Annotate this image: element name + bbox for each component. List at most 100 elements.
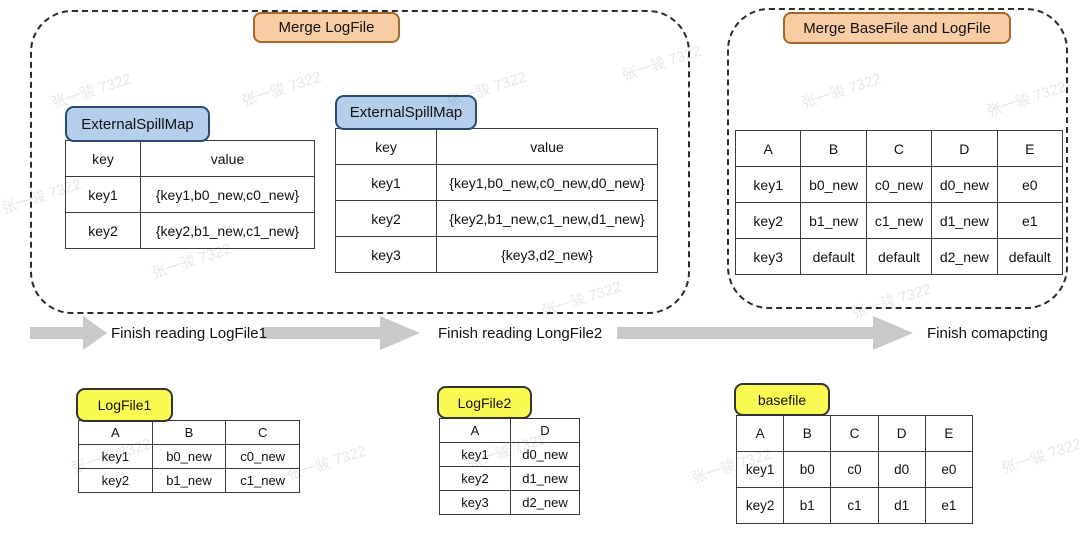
table-cell: key2 [439, 466, 511, 491]
table-cell: b0_new [151, 444, 227, 469]
table-cell: key2 [65, 212, 141, 249]
column-header: D [931, 130, 998, 167]
column-header: C [865, 130, 933, 167]
column-header: B [800, 130, 867, 167]
merge-logfile-title: Merge LogFile [253, 12, 400, 43]
table-cell: c1_new [865, 202, 933, 239]
timeline-step-2: Finish reading LongFile2 [438, 325, 603, 342]
table-cell: e1 [924, 487, 974, 524]
table-cell: c1 [830, 487, 879, 524]
table-cell: key1 [439, 442, 511, 467]
table-cell: key3 [734, 238, 802, 275]
progress-arrow-3 [617, 316, 913, 350]
table-cell: key1 [734, 166, 802, 203]
table-cell: {key1,b0_new,c0_new,d0_new} [436, 164, 658, 201]
table-cell: d2_new [931, 238, 998, 275]
table-cell: {key3,d2_new} [436, 236, 658, 273]
table-cell: default [996, 238, 1064, 275]
merge-basefile-title-label: Merge BaseFile and LogFile [803, 19, 991, 37]
table-cell: d1_new [931, 202, 998, 239]
external-spillmap-label-1: ExternalSpillMap [65, 106, 210, 142]
table-cell: c1_new [225, 468, 300, 493]
table-cell: d2_new [510, 490, 580, 515]
column-header: key [335, 128, 437, 165]
table-cell: b0 [783, 451, 832, 488]
external-spillmap-label-2-text: ExternalSpillMap [349, 104, 463, 121]
column-header: C [225, 420, 300, 445]
merge-basefile-panel [727, 8, 1068, 309]
table-cell: c0 [830, 451, 879, 488]
table-cell: e0 [924, 451, 974, 488]
table-row: key1{key1,b0_new,c0_new,d0_new} [335, 164, 658, 201]
column-header: A [439, 418, 511, 443]
table-cell: c0_new [225, 444, 300, 469]
table-cell: d1_new [510, 466, 580, 491]
table-cell: {key1,b0_new,c0_new} [140, 176, 315, 213]
logfile1-label-text: LogFile1 [97, 397, 152, 413]
table-cell: key3 [439, 490, 511, 515]
merge-logfile-title-label: Merge LogFile [278, 19, 375, 36]
table-cell: key3 [335, 236, 437, 273]
table-cell: b0_new [800, 166, 867, 203]
table-cell: e0 [996, 166, 1064, 203]
table-cell: b1_new [151, 468, 227, 493]
table-cell: key1 [735, 451, 785, 488]
table-row: key3{key3,d2_new} [335, 236, 658, 273]
progress-arrow-1 [30, 316, 107, 350]
table-cell: key2 [335, 200, 437, 237]
table-cell: b1 [783, 487, 832, 524]
table-cell: key2 [734, 202, 802, 239]
external-spillmap-label-1-text: ExternalSpillMap [81, 115, 194, 133]
table-cell: key2 [78, 468, 153, 493]
table-cell: d1 [877, 487, 926, 524]
column-header: E [996, 130, 1064, 167]
table-cell: {key2,b1_new,c1_new,d1_new} [436, 200, 658, 237]
table-cell: e1 [996, 202, 1064, 239]
column-header: B [151, 420, 227, 445]
table-cell: default [865, 238, 933, 275]
timeline-step-3: Finish comapcting [927, 325, 1048, 342]
table-row: key2{key2,b1_new,c1_new,d1_new} [335, 200, 658, 237]
table-cell: default [800, 238, 867, 275]
column-header: value [436, 128, 658, 165]
column-header: value [140, 140, 315, 177]
logfile2-label: LogFile2 [437, 386, 532, 419]
logfile1-label: LogFile1 [76, 388, 173, 422]
column-header: A [734, 130, 802, 167]
table-cell: key2 [735, 487, 785, 524]
column-header: key [65, 140, 141, 177]
progress-arrow-2 [262, 316, 420, 350]
merge-basefile-title: Merge BaseFile and LogFile [783, 12, 1011, 44]
column-header: C [830, 415, 879, 452]
column-header: D [510, 418, 580, 443]
table-row: key1{key1,b0_new,c0_new} [65, 176, 315, 213]
table-cell: key1 [78, 444, 153, 469]
timeline-step-1: Finish reading LogFile1 [111, 325, 267, 342]
